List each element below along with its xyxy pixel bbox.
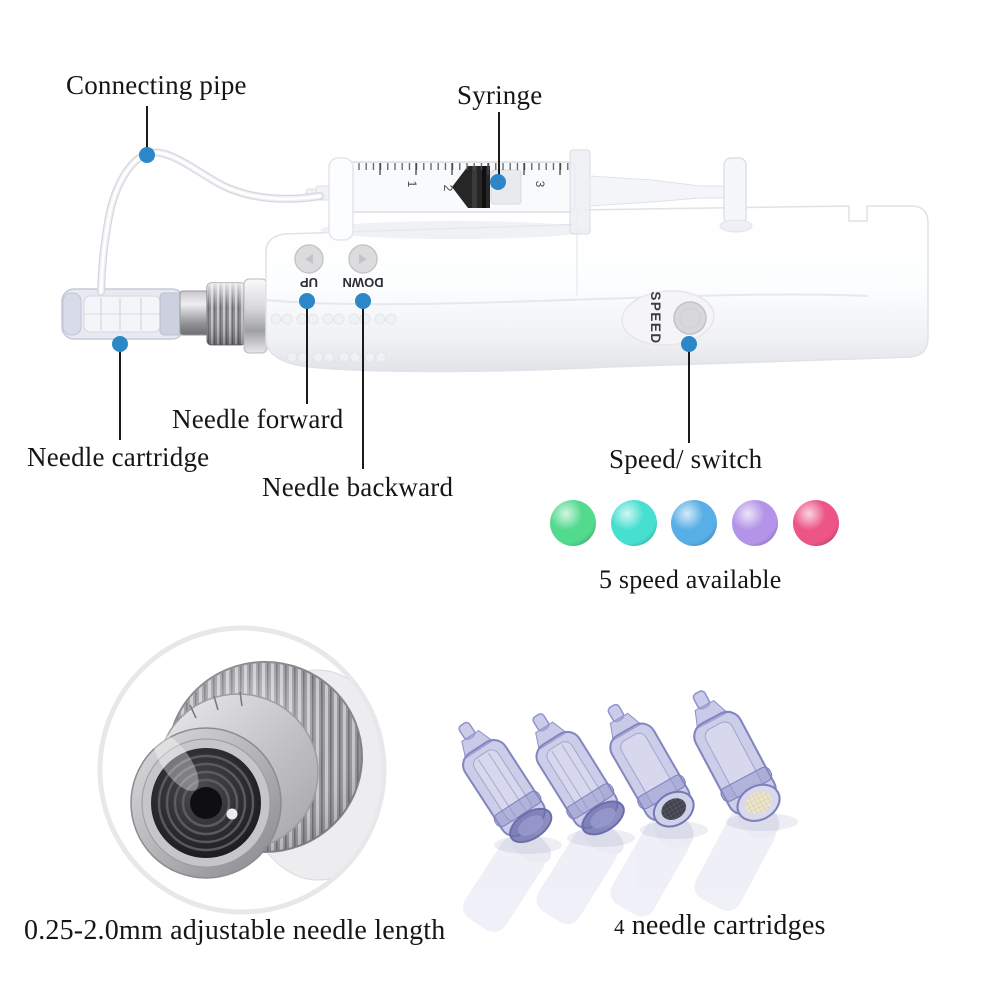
plunger-rod (589, 175, 725, 207)
adjuster-knob-closeup (97, 625, 387, 915)
up-arrow-icon (305, 254, 313, 264)
speed-dot-5 (793, 500, 839, 546)
leader-line-needle-cartridge (119, 348, 121, 440)
pointer-dot-speed-switch (681, 336, 697, 352)
syringe-label: Syringe (457, 80, 543, 110)
syringe-scale-3: 3 (533, 181, 547, 188)
syringe-scale-1: 1 (405, 181, 419, 188)
plunger-seal (452, 166, 490, 208)
up-button-label: UP (300, 275, 318, 290)
cartridge-1 (458, 721, 553, 844)
speed-switch-label: Speed/ switch (609, 444, 763, 474)
speed-dot-1 (550, 500, 596, 546)
pointer-dot-needle-backward (355, 293, 371, 309)
mounted-needle-cartridge (61, 288, 185, 340)
down-arrow-icon (359, 254, 367, 264)
cartridge-4 (692, 690, 781, 822)
speed-button: SPEED (621, 290, 715, 346)
body-vents (270, 313, 397, 363)
leader-line-speed-switch (688, 347, 690, 443)
cartridge-count-number: 4 (614, 915, 625, 939)
pointer-dot-needle-forward (299, 293, 315, 309)
speed-dot-3 (671, 500, 717, 546)
needle-cartridges-photo (458, 690, 798, 932)
up-button (294, 244, 324, 274)
leader-line-needle-backward (362, 304, 364, 469)
needle-cartridge-label: Needle cartridge (27, 442, 210, 472)
leader-line-connecting-pipe (146, 106, 148, 154)
leader-line-needle-forward (306, 304, 308, 404)
pointer-dot-syringe (490, 174, 506, 190)
needle-backward-label: Needle backward (262, 472, 454, 502)
pointer-dot-connecting-pipe (139, 147, 155, 163)
down-button-label: DOWN (342, 275, 383, 290)
metal-adjuster-connector (179, 278, 268, 354)
syringe-scale-2: 2 (441, 185, 455, 192)
needle-forward-label: Needle forward (172, 404, 344, 434)
down-button (348, 244, 378, 274)
speed-dot-4 (732, 500, 778, 546)
cartridge-2 (532, 713, 625, 836)
speed-available-label: 5 speed available (599, 565, 782, 594)
speed-level-dots (550, 500, 839, 546)
speed-button-label: SPEED (648, 291, 663, 344)
cartridge-count-text: needle cartridges (631, 910, 826, 941)
needle-length-label: 0.25-2.0mm adjustable needle length (24, 915, 446, 946)
cartridge-3 (607, 703, 695, 828)
leader-line-syringe (498, 112, 500, 180)
speed-dot-2 (611, 500, 657, 546)
connecting-pipe-label: Connecting pipe (66, 70, 247, 100)
pointer-dot-needle-cartridge (112, 336, 128, 352)
